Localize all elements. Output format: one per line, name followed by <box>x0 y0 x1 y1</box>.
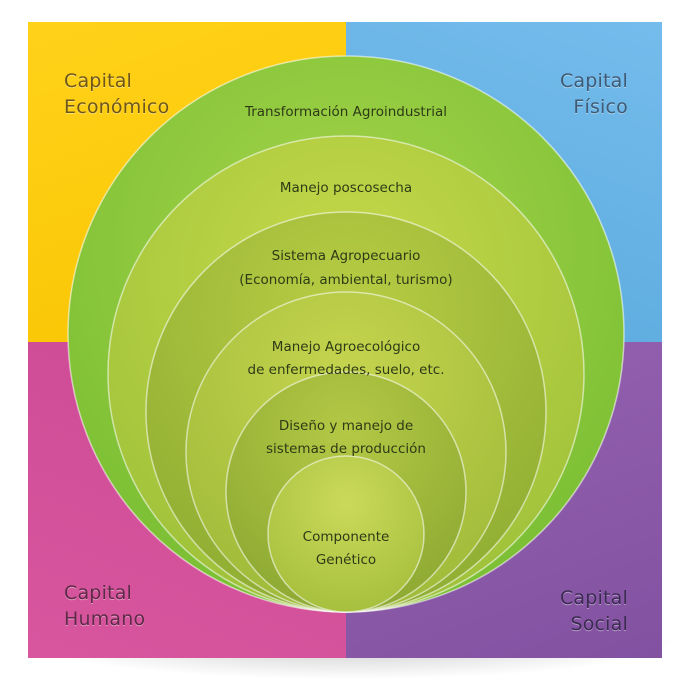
label-capital-economico: Capital Económico <box>64 68 169 120</box>
label-capital-social: Capital Social <box>560 585 628 637</box>
label-capital-economico-line2: Económico <box>64 96 170 118</box>
label-capital-social-line1: Capital <box>559 587 628 609</box>
label-capital-fisico-line1: Capital <box>559 70 628 92</box>
ring-3-label-line2: (Economía, ambiental, turismo) <box>239 272 452 288</box>
ring-2-label-line1: Manejo poscosecha <box>280 180 412 196</box>
ring-5-label-line1: Diseño y manejo de <box>279 418 413 434</box>
label-capital-social-line2: Social <box>570 613 628 635</box>
ring-6 <box>267 455 425 613</box>
label-capital-economico-line1: Capital <box>64 70 133 92</box>
ring-1-label-line1: Transformación Agroindustrial <box>244 104 447 120</box>
label-capital-humano: Capital Humano <box>64 580 145 632</box>
ring-4-label-line1: Manejo Agroecológico <box>272 339 420 355</box>
label-capital-fisico-line2: Físico <box>573 96 628 118</box>
ring-6-label-line1: Componente <box>303 529 390 545</box>
ring-6-label-line2: Genético <box>316 552 376 568</box>
ring-5-label-line2: sistemas de producción <box>266 441 426 457</box>
ring-4-label-line2: de enfermedades, suelo, etc. <box>248 362 445 378</box>
ring-3-label-line1: Sistema Agropecuario <box>272 248 421 264</box>
label-capital-fisico: Capital Físico <box>560 68 628 120</box>
label-capital-humano-line2: Humano <box>64 608 146 630</box>
label-capital-humano-line1: Capital <box>64 582 133 604</box>
